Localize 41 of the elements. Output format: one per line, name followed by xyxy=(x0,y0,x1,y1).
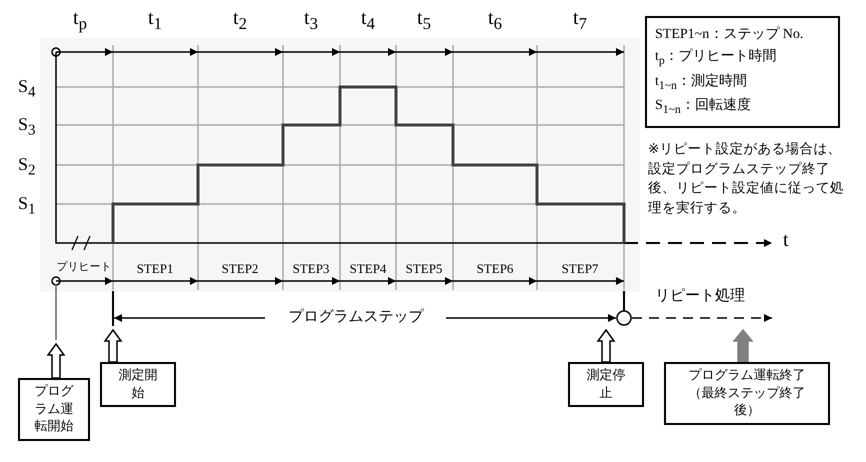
time-label: t$_{6}$ xyxy=(488,8,502,33)
callout-box xyxy=(664,362,830,425)
note-text: ※リピート設定がある場合は、設定プログラムステップ終了後、リピート設定値に従って処理を実行する。 xyxy=(648,140,845,218)
step-label: STEP5 xyxy=(406,262,442,275)
time-label: t$_{p}$ xyxy=(73,8,87,33)
time-label: t$_{1}$ xyxy=(148,8,162,33)
definition-text: t$_{1~n}$：測定時間 xyxy=(655,72,748,94)
speed-label: S$_{3}$ xyxy=(18,115,36,139)
arrow xyxy=(596,328,616,363)
arrow xyxy=(46,342,66,379)
callout-text: プログラム運転終了（最終ステップ終了後） xyxy=(688,367,806,420)
callout-text: 測定開始 xyxy=(118,367,158,402)
axis-label: t xyxy=(783,230,789,250)
step-label: STEP7 xyxy=(562,262,598,275)
definition-text: STEP1~n：ステップ No. xyxy=(655,25,804,44)
step-label: STEP6 xyxy=(476,262,514,275)
time-label: t$_{4}$ xyxy=(361,8,375,33)
time-label: t$_{2}$ xyxy=(233,8,247,33)
time-label: t$_{3}$ xyxy=(304,8,318,33)
time-label: t$_{7}$ xyxy=(573,8,587,33)
callout-box xyxy=(18,378,90,441)
speed-label: S$_{2}$ xyxy=(18,155,36,179)
arrow xyxy=(732,328,754,363)
step-label: STEP2 xyxy=(222,262,258,275)
callout-box xyxy=(100,362,176,408)
step-label: プリヒート xyxy=(56,261,112,272)
definition-text: t$_{p}$：プリヒート時間 xyxy=(655,47,778,70)
span-label: プログラムステップ xyxy=(288,309,424,324)
step-label: STEP1 xyxy=(136,262,174,275)
step-label: STEP3 xyxy=(292,262,330,275)
callout-text: 測定停止 xyxy=(586,367,626,402)
repeat-label: リピート処理 xyxy=(655,288,745,303)
speed-label: S$_{1}$ xyxy=(18,194,36,218)
callout-text: プログラム運転開始 xyxy=(34,383,74,436)
definition-text: S$_{1~n}$：回転速度 xyxy=(655,96,752,118)
callout-box xyxy=(568,362,644,408)
step-label: STEP4 xyxy=(350,262,386,275)
time-label: t$_{5}$ xyxy=(417,8,431,33)
legend-box xyxy=(645,16,840,128)
speed-label: S$_{4}$ xyxy=(18,77,36,101)
arrow xyxy=(104,328,122,363)
